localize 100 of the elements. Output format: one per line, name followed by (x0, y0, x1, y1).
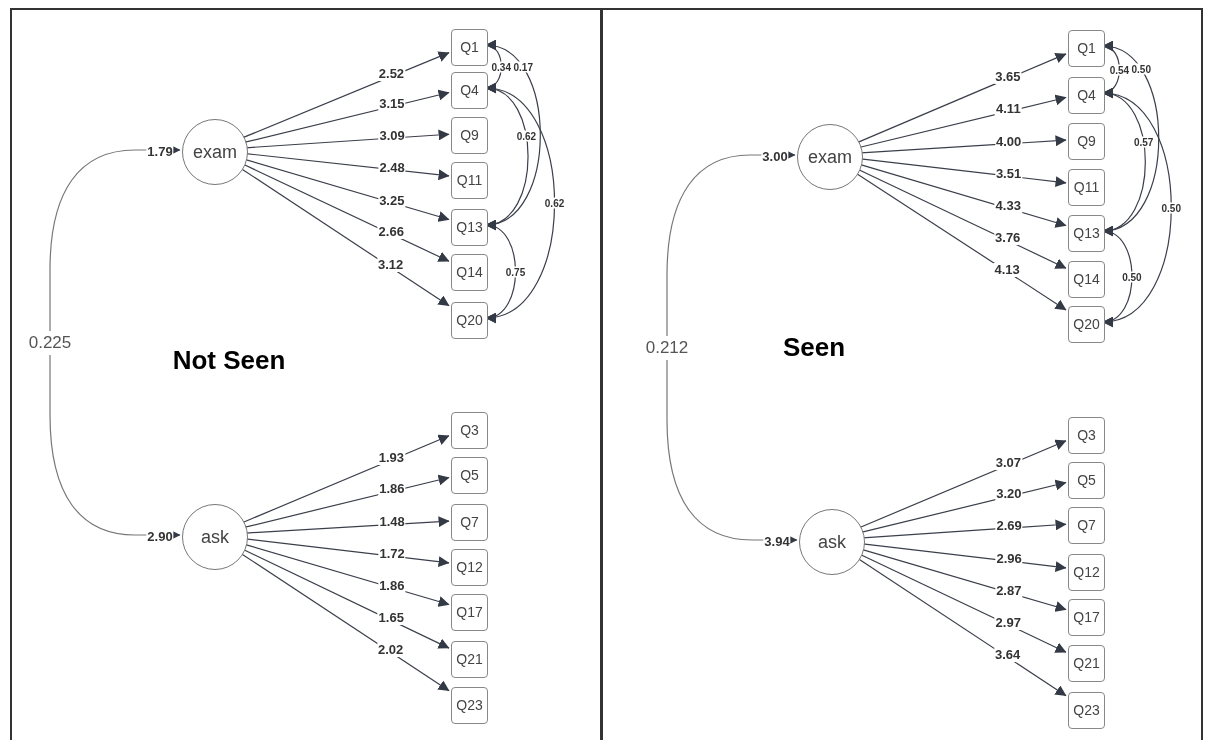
item-box (451, 593, 488, 631)
item-name: Q12 (1073, 564, 1100, 580)
item-box (451, 503, 488, 541)
item-name: Q13 (1073, 225, 1100, 241)
item-name: Q9 (1077, 133, 1096, 149)
edge-label: 3.15 (378, 97, 406, 112)
edge-label: 2.87 (995, 583, 1023, 598)
variance-label: 3.00 (761, 150, 789, 164)
variance-label: 3.94 (763, 535, 791, 549)
variance-label: 2.90 (146, 530, 174, 544)
edge-label: 3.07 (994, 455, 1023, 470)
item-box (451, 28, 488, 66)
edge-label: 0.50 (1160, 202, 1182, 213)
item-box (1068, 29, 1105, 67)
panel-title: Not Seen (172, 344, 286, 376)
edge-label: 0.212 (645, 335, 689, 360)
item-name: Q20 (456, 312, 483, 328)
edge-label: 0.34 (490, 61, 512, 72)
item-box (1068, 461, 1105, 499)
edge-label: 2.66 (377, 225, 405, 240)
edge-label: 1.86 (378, 482, 406, 497)
edge-label: 4.11 (995, 102, 1022, 117)
edge-label: 2.97 (994, 615, 1022, 630)
edge-label: 3.76 (994, 231, 1022, 246)
item-box (1068, 122, 1105, 160)
item-box (1068, 168, 1105, 206)
item-name: Q7 (460, 514, 479, 530)
edge-label: 1.93 (377, 450, 406, 465)
edge-label: 3.12 (376, 258, 405, 273)
edge-label: 1.65 (377, 611, 405, 626)
edge-label: 3.64 (993, 648, 1022, 663)
edge-label: 2.52 (377, 67, 406, 82)
edge-label: 0.50 (1130, 63, 1152, 75)
edge-label: 0.75 (504, 266, 527, 277)
item-name: Q14 (1073, 271, 1100, 287)
item-box (451, 411, 488, 449)
edge-label: 0.50 (1121, 271, 1143, 282)
loading-arrow (857, 168, 1067, 269)
item-name: Q13 (456, 219, 483, 235)
item-box (1068, 76, 1105, 114)
item-box (451, 116, 488, 154)
edge-label: 3.65 (994, 69, 1022, 84)
panel-title: Seen (782, 331, 846, 363)
item-box (451, 253, 488, 291)
item-name: Q17 (1073, 609, 1100, 625)
edge-label: 4.00 (994, 134, 1023, 149)
item-box (1068, 416, 1105, 454)
edge-label: 4.13 (993, 262, 1021, 277)
item-box (1068, 598, 1105, 636)
item-name: Q3 (1077, 427, 1096, 443)
item-name: Q17 (456, 604, 483, 620)
item-name: Q5 (1077, 472, 1096, 488)
item-box (1068, 305, 1105, 343)
edge-label: 4.33 (994, 199, 1022, 214)
item-name: Q23 (1073, 702, 1100, 718)
edge-label: 1.86 (378, 578, 406, 593)
edge-label: 0.57 (1132, 136, 1155, 148)
item-box (451, 686, 488, 724)
item-name: Q21 (456, 651, 483, 667)
item-box (451, 161, 488, 199)
item-name: Q9 (460, 127, 479, 143)
edge-label: 0.62 (515, 130, 538, 142)
edge-label: 3.20 (995, 487, 1023, 502)
factor-name: ask (818, 531, 846, 553)
loading-arrow (242, 548, 450, 649)
factor-name: exam (808, 146, 852, 168)
item-name: Q21 (1073, 655, 1100, 671)
item-name: Q1 (1077, 40, 1096, 56)
item-box (451, 456, 488, 494)
item-name: Q4 (1077, 87, 1096, 103)
edge-label: 1.72 (378, 547, 406, 562)
edge-label: 3.51 (994, 167, 1023, 182)
item-box (1068, 553, 1105, 591)
edge-label: 0.17 (512, 61, 534, 73)
item-name: Q11 (1073, 179, 1100, 195)
item-name: Q7 (1077, 517, 1096, 533)
item-name: Q12 (456, 559, 483, 575)
edge-label: 2.96 (995, 552, 1023, 567)
item-name: Q11 (456, 172, 483, 188)
edge-label: 0.62 (543, 197, 566, 209)
item-box (1068, 214, 1105, 252)
item-box (1068, 644, 1105, 682)
item-box (1068, 691, 1105, 729)
edge-label: 3.25 (378, 193, 406, 208)
item-name: Q3 (460, 422, 479, 438)
edge-label: 0.54 (1108, 64, 1131, 75)
item-box (451, 208, 488, 246)
item-box (451, 640, 488, 678)
item-name: Q1 (460, 39, 479, 55)
item-box (1068, 506, 1105, 544)
item-box (451, 71, 488, 109)
factor-name: exam (193, 141, 237, 163)
item-name: Q23 (456, 697, 483, 713)
edge-label: 2.48 (378, 160, 406, 175)
factor-name: ask (201, 526, 229, 548)
variance-label: 1.79 (146, 145, 174, 159)
item-box (1068, 260, 1105, 298)
item-box (451, 548, 488, 586)
item-name: Q14 (456, 264, 483, 280)
item-name: Q20 (1073, 316, 1100, 332)
